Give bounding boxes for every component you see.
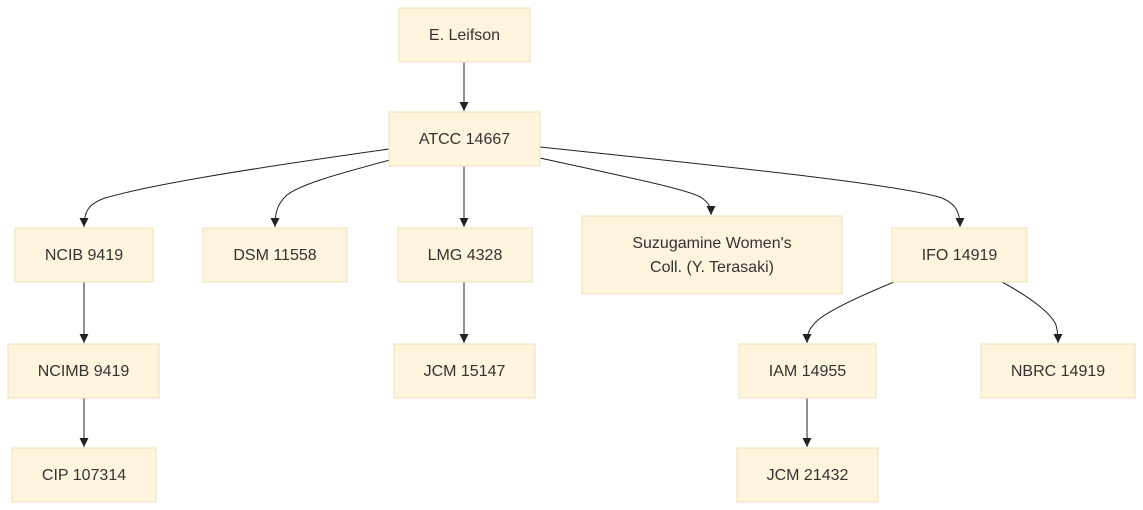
edge-ifo14919-iam14955 — [802, 281, 895, 344]
node-atcc14667: ATCC 14667 — [388, 111, 541, 167]
node-jcm21432: JCM 21432 — [736, 447, 879, 503]
node-label: CIP 107314 — [42, 467, 126, 484]
node-label-line-2: Coll. (Y. Terasaki) — [650, 259, 774, 276]
node-suzugamine: Suzugamine Women's Coll. (Y. Terasaki) — [581, 215, 843, 295]
node-label: NCIMB 9419 — [38, 363, 130, 380]
node-label: IFO 14919 — [922, 247, 998, 264]
node-label: JCM 21432 — [767, 467, 849, 484]
edge-atcc14667-ifo14919 — [539, 146, 965, 228]
edge-atcc14667-ncib9419 — [79, 148, 390, 228]
node-label: ATCC 14667 — [419, 131, 510, 148]
node-label: NBRC 14919 — [1011, 363, 1105, 380]
node-label: LMG 4328 — [428, 247, 503, 264]
node-ifo14919: IFO 14919 — [891, 227, 1028, 283]
node-label: E. Leifson — [429, 27, 500, 44]
edge-atcc14667-dsm11558 — [270, 159, 391, 228]
node-iam14955: IAM 14955 — [738, 343, 877, 399]
node-label-line-1: Suzugamine Women's — [632, 235, 791, 252]
node-ncib9419: NCIB 9419 — [14, 227, 154, 283]
node-lmg4328: LMG 4328 — [397, 227, 533, 283]
node-nbrc14919: NBRC 14919 — [980, 343, 1136, 399]
edges — [79, 62, 1063, 447]
node-label: NCIB 9419 — [45, 247, 123, 264]
node-leifson: E. Leifson — [398, 7, 531, 63]
edge-atcc14667-suzugamine — [539, 157, 716, 216]
nodes: E. Leifson ATCC 14667 NCIB 9419 DSM 1155… — [7, 7, 1136, 503]
node-ncimb9419: NCIMB 9419 — [7, 343, 160, 399]
edge-ifo14919-nbrc14919 — [1001, 281, 1063, 344]
node-label: IAM 14955 — [769, 363, 846, 380]
node-jcm15147: JCM 15147 — [393, 343, 536, 399]
node-dsm11558: DSM 11558 — [202, 227, 348, 283]
node-cip107314: CIP 107314 — [11, 447, 157, 503]
node-label: DSM 11558 — [233, 247, 316, 264]
node-label: JCM 15147 — [424, 363, 506, 380]
